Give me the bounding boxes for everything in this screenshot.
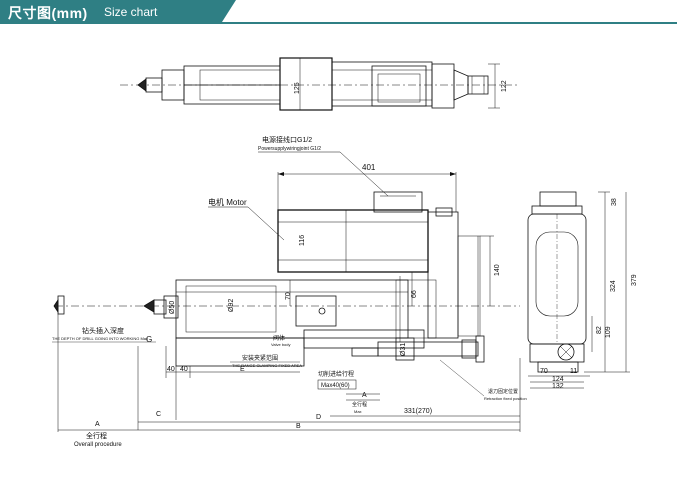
dim-331: 331(270): [404, 408, 432, 415]
dim-50: Ø50: [169, 301, 176, 314]
page-header: 尺寸图(mm) Size chart: [0, 0, 677, 26]
callout-shell-en: Valve body: [271, 342, 291, 347]
callout-cut-en: Max40(60): [321, 383, 350, 389]
callout-drill-en: THE DEPTH OF DRILL GOING INTO WORKING Ma…: [52, 336, 148, 341]
cut-box: [317, 379, 357, 390]
dim-40b: 40: [180, 366, 188, 373]
callout-motor: 电机 Motor: [208, 197, 247, 207]
label-e: E: [240, 366, 245, 373]
callout-power-en: Powersupplywiringjoint G1/2: [258, 146, 321, 152]
label-g: G: [146, 335, 152, 344]
dim-70: 70: [285, 292, 292, 300]
callout-cut-cn: 切削进给行程: [318, 370, 354, 378]
header-underline: [0, 22, 677, 24]
callout-full-en: Max: [354, 409, 362, 414]
technical-drawing: 125 122 电源接线口G1/2 Powersupplywiringjoint…: [52, 57, 638, 448]
side-view: [53, 172, 520, 367]
callout-shell-cn: 阀体: [273, 334, 285, 342]
callout-clamp-en: THE RANGE CLAMPING FIXED AREA: [232, 363, 302, 368]
callout-reset-en: Retraction fixed position: [484, 396, 527, 401]
label-d: D: [316, 414, 321, 421]
callout-power-cn: 电源接线口G1/2: [262, 135, 312, 144]
dim-124: 124: [552, 376, 564, 383]
top-view: [120, 57, 520, 111]
dim-82: 82: [596, 326, 603, 334]
label-a: A: [95, 421, 100, 428]
dim-92: Ø92: [228, 299, 235, 312]
callout-full-cn: 全行程: [352, 401, 367, 408]
header-band-tip: [222, 0, 236, 22]
dim-70-end: 70: [540, 368, 548, 375]
callout-clamp-cn: 安装夹紧范围: [242, 354, 278, 362]
callout-overall-cn: 全行程: [86, 431, 107, 440]
dim-11: 11: [570, 368, 577, 375]
dim-379: 379: [631, 274, 638, 286]
dim-66: 66: [411, 290, 418, 298]
label-b: B: [296, 423, 301, 430]
dim-140: 140: [494, 264, 501, 276]
dim-109: 109: [605, 326, 612, 338]
callout-drill-cn: 钻头插入深度: [82, 326, 124, 335]
callout-reset-cn: 退刀固定位置: [488, 388, 518, 395]
header-band: [0, 0, 222, 22]
page-subtitle: Size chart: [104, 5, 158, 19]
dim-40a: 40: [167, 366, 175, 373]
dim-401: 401: [362, 163, 376, 172]
bottom-dimensions: [57, 314, 521, 432]
dim-125: 125: [294, 82, 301, 94]
end-view: [527, 191, 630, 389]
callout-overall-en: Overall procedure: [74, 442, 122, 448]
dim-38: 38: [611, 198, 618, 206]
dim-132: 132: [552, 383, 564, 390]
label-a-small: A: [362, 392, 367, 399]
dim-122: 122: [501, 80, 508, 92]
label-c: C: [156, 411, 161, 418]
dim-116: 116: [299, 235, 306, 246]
page-title: 尺寸图(mm): [8, 5, 88, 21]
dim-324: 324: [610, 280, 617, 292]
dim-31: Ø31: [400, 343, 407, 356]
